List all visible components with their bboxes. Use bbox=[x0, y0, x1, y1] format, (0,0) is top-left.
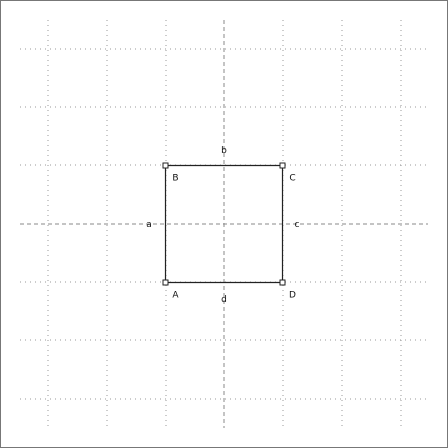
vertex-a-marker[interactable] bbox=[162, 279, 169, 286]
vertex-c-label: C bbox=[289, 174, 295, 184]
vertex-d-marker[interactable] bbox=[279, 279, 286, 286]
vertex-d-label: D bbox=[289, 291, 296, 301]
vertex-c-marker[interactable] bbox=[279, 162, 286, 169]
axis-label-right: c bbox=[295, 220, 300, 230]
axis-label-top: b bbox=[221, 146, 227, 156]
axis-label-left: a bbox=[146, 220, 152, 230]
axis-labels: a b c d bbox=[146, 146, 299, 305]
vertex-b-marker[interactable] bbox=[162, 162, 169, 169]
axis-label-bottom: d bbox=[221, 295, 227, 305]
vertices: A B C D bbox=[162, 162, 296, 301]
square-shape bbox=[164, 164, 284, 284]
grid bbox=[20, 20, 428, 428]
vertex-a-label: A bbox=[172, 291, 179, 301]
axes bbox=[20, 20, 428, 428]
vertex-b-label: B bbox=[172, 174, 178, 184]
